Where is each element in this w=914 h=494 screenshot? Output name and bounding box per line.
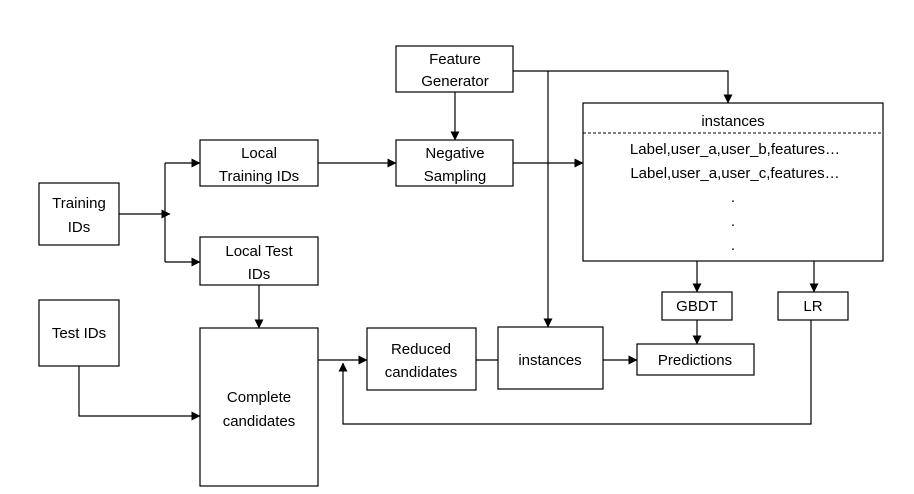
connectors	[78, 70, 819, 425]
feature-generator-label-1: Feature	[429, 51, 481, 68]
instances-table-ellipsis-1: .	[731, 189, 735, 206]
lr-label: LR	[803, 298, 822, 315]
local-training-ids-node: Local Training IDs	[199, 139, 319, 187]
test-ids-node: Test IDs	[38, 299, 120, 367]
instances-table-ellipsis-3: .	[731, 237, 735, 254]
complete-candidates-label-2: candidates	[223, 413, 296, 430]
negative-sampling-label-1: Negative	[425, 145, 484, 162]
training-ids-label-2: IDs	[68, 219, 91, 236]
gbdt-label: GBDT	[676, 298, 718, 315]
instances-table-ellipsis-2: .	[731, 213, 735, 230]
predictions-label: Predictions	[658, 352, 732, 369]
training-ids-node: Training IDs	[38, 182, 120, 246]
instances-small-node: instances	[497, 326, 604, 390]
reduced-candidates-label-2: candidates	[385, 364, 458, 381]
lr-feedback-arrow	[338, 320, 812, 425]
local-training-ids-label-2: Training IDs	[219, 168, 299, 185]
gbdt-node: GBDT	[661, 291, 733, 321]
instances-table-title: instances	[701, 113, 764, 130]
lr-node: LR	[777, 291, 849, 321]
local-training-ids-label-1: Local	[241, 145, 277, 162]
training-ids-label-1: Training	[52, 195, 106, 212]
reduced-candidates-label-1: Reduced	[391, 341, 451, 358]
test-ids-to-complete-arrow	[78, 366, 201, 421]
predictions-node: Predictions	[636, 343, 755, 376]
local-test-ids-label-2: IDs	[248, 266, 271, 283]
instances-table-row-2: Label,user_a,user_c,features…	[630, 165, 839, 182]
negative-sampling-label-2: Sampling	[424, 168, 487, 185]
instances-table-row-1: Label,user_a,user_b,features…	[630, 141, 840, 158]
reduced-candidates-node: Reduced candidates	[366, 327, 477, 391]
negative-sampling-node: Negative Sampling	[395, 139, 514, 187]
instances-small-label: instances	[518, 352, 581, 369]
feature-generator-label-2: Generator	[421, 73, 489, 90]
local-test-ids-label-1: Local Test	[225, 243, 293, 260]
test-ids-label: Test IDs	[52, 325, 106, 342]
instances-table-node: instances Label,user_a,user_b,features… …	[582, 102, 884, 262]
feature-generator-node: Feature Generator	[395, 45, 514, 93]
local-test-ids-node: Local Test IDs	[199, 236, 319, 286]
complete-candidates-label-1: Complete	[227, 389, 291, 406]
complete-candidates-node: Complete candidates	[199, 327, 319, 487]
feature-gen-to-instances-arrow	[513, 70, 733, 104]
